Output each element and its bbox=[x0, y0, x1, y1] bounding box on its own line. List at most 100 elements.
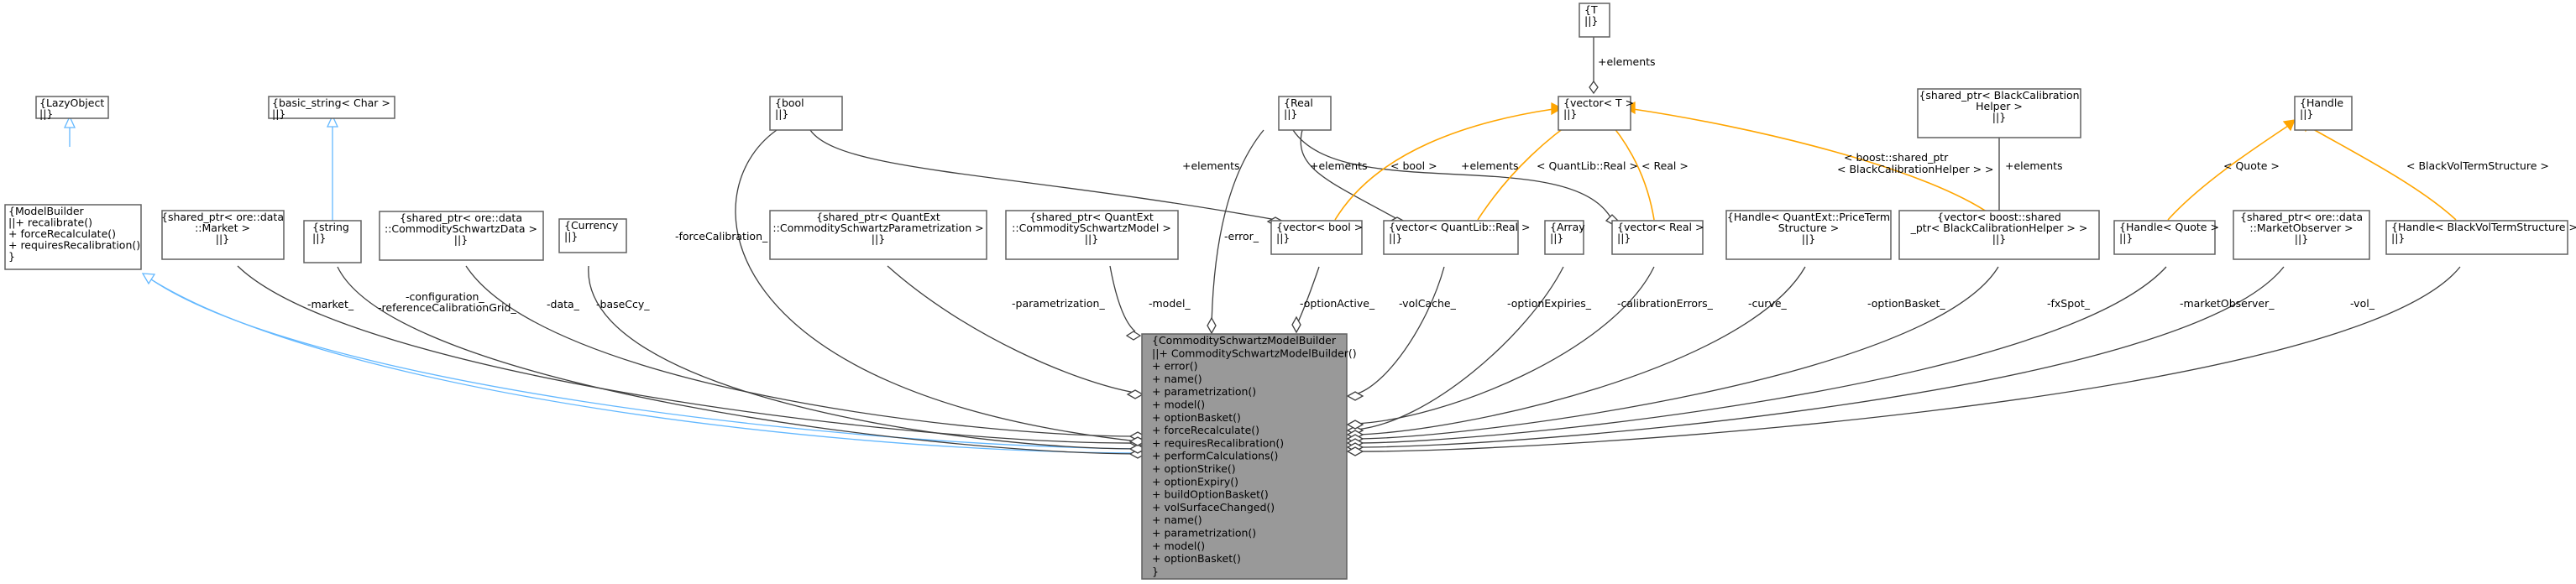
edge-parametrization bbox=[887, 265, 1136, 394]
edge-data bbox=[465, 265, 1139, 437]
node-handle-quote[interactable]: {Handle< Quote >||} bbox=[2113, 220, 2219, 255]
node-bool[interactable]: {bool||} bbox=[769, 96, 843, 131]
edge-model bbox=[1109, 265, 1136, 332]
node-bool-line: {bool bbox=[775, 96, 804, 109]
edge-configuration bbox=[337, 266, 1139, 455]
tmpl-arrow-quote bbox=[2282, 119, 2296, 132]
node-vector-ql-real-line: {vector< QuantLib::Real > bbox=[1389, 221, 1530, 233]
node-model-builder-line: ||+ recalibrate() bbox=[8, 216, 92, 229]
node-market-line: {shared_ptr< ore::data bbox=[161, 211, 284, 223]
node-handle-box bbox=[2294, 96, 2353, 131]
node-market[interactable]: {shared_ptr< ore::data::Market >||} bbox=[161, 210, 285, 260]
node-vector-real-line: {vector< Real > bbox=[1617, 221, 1704, 233]
node-vector-calib[interactable]: {vector< boost::shared_ptr< BlackCalibra… bbox=[1898, 210, 2100, 260]
node-commodity-schwartz-model-builder-line: + model() bbox=[1152, 399, 1205, 411]
node-calib-helper[interactable]: {shared_ptr< BlackCalibrationHelper >||} bbox=[1917, 88, 2081, 138]
node-vector-calib-line: _ptr< BlackCalibrationHelper > > bbox=[1910, 222, 2088, 234]
node-model-builder[interactable]: {ModelBuilder||+ recalibrate()+ forceRec… bbox=[4, 204, 142, 270]
label-tmpl-calib-1: < boost::shared_ptr bbox=[1844, 151, 1949, 164]
node-handle-bvts-line: ||} bbox=[2391, 232, 2405, 244]
node-commodity-schwartz-model-builder-line: {CommoditySchwartzModelBuilder bbox=[1152, 334, 1337, 347]
node-t[interactable]: {T||} bbox=[1579, 3, 1610, 38]
edge-forcecalibration bbox=[735, 129, 1139, 442]
node-vector-ql-real-line: ||} bbox=[1389, 232, 1402, 244]
label-volcache: -volCache_ bbox=[1399, 297, 1457, 310]
inherit-edge-lazyobject bbox=[63, 115, 76, 147]
tmpl-edge-quote bbox=[2167, 125, 2289, 221]
diamond-elements-t bbox=[1589, 80, 1599, 95]
tmpl-edge-calib bbox=[1632, 108, 1999, 221]
node-model-builder-line: } bbox=[8, 250, 15, 263]
node-commodity-schwartz-model-builder-line: + optionBasket() bbox=[1152, 552, 1241, 565]
label-vol: -vol_ bbox=[2350, 297, 2375, 310]
node-market-line: ||} bbox=[216, 232, 229, 245]
node-vector-t[interactable]: {vector< T >||} bbox=[1558, 96, 1634, 131]
node-market-observer-line: ||} bbox=[2295, 232, 2308, 245]
node-cs-data[interactable]: {shared_ptr< ore::data::CommoditySchwart… bbox=[379, 211, 544, 261]
node-handle[interactable]: {Handle||} bbox=[2294, 96, 2353, 131]
node-cs-model[interactable]: {shared_ptr< QuantExt::CommoditySchwartz… bbox=[1005, 210, 1179, 260]
node-handle-line: ||} bbox=[2300, 107, 2313, 120]
node-vector-t-line: ||} bbox=[1563, 107, 1577, 120]
node-market-observer[interactable]: {shared_ptr< ore::data::MarketObserver >… bbox=[2233, 210, 2370, 260]
edge-optionactive bbox=[1296, 266, 1320, 325]
node-string-line: ||} bbox=[312, 232, 326, 244]
label-elements-t: +elements bbox=[1598, 55, 1656, 68]
edge-elements-real bbox=[1292, 129, 1613, 221]
node-lazy-object[interactable]: {LazyObject||} bbox=[35, 96, 109, 120]
node-basic-string[interactable]: {basic_string< Char >||} bbox=[268, 96, 395, 120]
node-market-observer-line: ::MarketObserver > bbox=[2249, 222, 2353, 234]
diamond-error bbox=[1207, 316, 1217, 335]
node-commodity-schwartz-model-builder-line: + model() bbox=[1152, 540, 1205, 552]
node-market-box bbox=[161, 210, 285, 260]
node-commodity-schwartz-model-builder-box bbox=[1141, 333, 1348, 580]
node-real-line: {Real bbox=[1284, 96, 1313, 109]
node-commodity-schwartz-model-builder-line: + performCalculations() bbox=[1152, 450, 1278, 462]
edge-calibrationerrors bbox=[1354, 266, 1655, 425]
node-cs-model-line: ||} bbox=[1085, 232, 1098, 245]
node-lazy-object-line: {LazyObject bbox=[39, 96, 104, 109]
label-configuration: -configuration_ bbox=[406, 290, 484, 303]
label-reference-grid: -referenceCalibrationGrid_ bbox=[378, 301, 516, 314]
node-vector-real[interactable]: {vector< Real >||} bbox=[1611, 220, 1704, 255]
node-calib-helper-line: {shared_ptr< BlackCalibration bbox=[1919, 89, 2079, 102]
label-model: -model_ bbox=[1149, 297, 1191, 310]
node-currency[interactable]: {Currency||} bbox=[558, 218, 627, 253]
node-currency-line: {Currency bbox=[564, 219, 619, 232]
node-vector-calib-line: {vector< boost::shared bbox=[1937, 211, 2061, 223]
node-vector-bool[interactable]: {vector< bool >||} bbox=[1270, 220, 1363, 255]
node-commodity-schwartz-model-builder-line: + requiresRecalibration() bbox=[1152, 436, 1284, 449]
diamond-optionactive bbox=[1291, 315, 1301, 334]
node-handle-bvts[interactable]: {Handle< BlackVolTermStructure >||} bbox=[2385, 220, 2576, 255]
edge-market bbox=[237, 265, 1139, 444]
edge-volcache bbox=[1354, 266, 1445, 395]
node-vector-bool-box bbox=[1270, 220, 1363, 255]
label-optionexpiries: -optionExpiries_ bbox=[1507, 297, 1592, 310]
node-vector-ql-real[interactable]: {vector< QuantLib::Real >||} bbox=[1383, 220, 1530, 255]
node-basic-string-line: {basic_string< Char > bbox=[272, 96, 390, 109]
label-elements-calib: +elements bbox=[2005, 159, 2063, 172]
node-lazy-object-box bbox=[35, 96, 109, 119]
node-commodity-schwartz-model-builder-line: + buildOptionBasket() bbox=[1152, 488, 1269, 501]
node-commodity-schwartz-model-builder[interactable]: {CommoditySchwartzModelBuilder||+ Commod… bbox=[1141, 333, 1357, 580]
node-commodity-schwartz-model-builder-line: + name() bbox=[1152, 514, 1202, 526]
diamond-vol bbox=[1346, 446, 1364, 456]
tmpl-arrow-bool bbox=[1551, 102, 1563, 116]
label-tmpl-bvts: < BlackVolTermStructure > bbox=[2406, 159, 2549, 172]
node-string[interactable]: {string||} bbox=[303, 220, 362, 263]
node-commodity-schwartz-model-builder-line: + parametrization() bbox=[1152, 527, 1256, 540]
label-data: -data_ bbox=[547, 298, 580, 310]
node-array[interactable]: {Array||} bbox=[1544, 220, 1585, 255]
node-handle-bvts-box bbox=[2385, 220, 2568, 255]
edge-elements-bool bbox=[809, 129, 1277, 221]
node-model-builder-line: + forceRecalculate() bbox=[8, 227, 116, 240]
node-real[interactable]: {Real||} bbox=[1278, 96, 1332, 131]
node-parametrization-box bbox=[769, 210, 987, 260]
label-elements-real: +elements bbox=[1461, 159, 1519, 172]
node-market-observer-line: {shared_ptr< ore::data bbox=[2240, 211, 2363, 223]
node-parametrization[interactable]: {shared_ptr< QuantExt::CommoditySchwartz… bbox=[769, 210, 987, 260]
diamond-parametrization bbox=[1126, 389, 1144, 399]
node-commodity-schwartz-model-builder-line: + optionStrike() bbox=[1152, 462, 1236, 475]
node-commodity-schwartz-model-builder-line: + optionBasket() bbox=[1152, 411, 1241, 424]
